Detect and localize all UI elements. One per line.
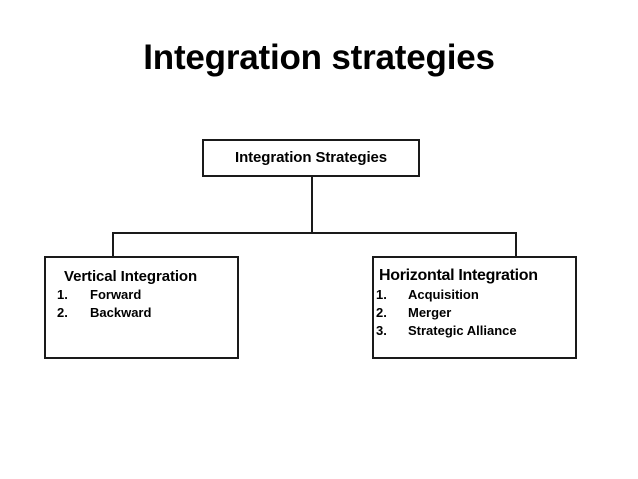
list-item-number: 3.	[376, 323, 387, 338]
node-vertical-integration: Vertical Integration 1. Forward 2. Backw…	[44, 256, 239, 359]
list-item: 1. Acquisition	[374, 286, 575, 304]
horizontal-integration-list: 1. Acquisition 2. Merger 3. Strategic Al…	[374, 286, 575, 340]
list-item-label: Acquisition	[408, 287, 479, 302]
connector-drop-right	[515, 232, 517, 257]
page-title: Integration strategies	[143, 38, 495, 77]
list-item-number: 1.	[57, 287, 68, 302]
node-integration-strategies: Integration Strategies	[202, 139, 420, 177]
connector-drop-left	[112, 232, 114, 257]
list-item-number: 2.	[376, 305, 387, 320]
node-title: Horizontal Integration	[379, 267, 538, 284]
list-item-number: 2.	[57, 305, 68, 320]
vertical-integration-list: 1. Forward 2. Backward	[46, 286, 237, 322]
connector-horizontal-bar	[112, 232, 517, 234]
connector-root-stem	[311, 176, 313, 233]
node-title: Integration Strategies	[235, 149, 387, 166]
list-item-label: Forward	[90, 287, 142, 302]
list-item-label: Backward	[90, 305, 152, 320]
list-item-label: Merger	[408, 305, 452, 320]
list-item: 2. Backward	[46, 304, 237, 322]
list-item: 1. Forward	[46, 286, 237, 304]
node-horizontal-integration: Horizontal Integration 1. Acquisition 2.…	[372, 256, 577, 359]
list-item-number: 1.	[376, 287, 387, 302]
list-item: 2. Merger	[374, 304, 575, 322]
list-item: 3. Strategic Alliance	[374, 322, 575, 340]
list-item-label: Strategic Alliance	[408, 323, 517, 338]
node-title: Vertical Integration	[64, 268, 198, 285]
